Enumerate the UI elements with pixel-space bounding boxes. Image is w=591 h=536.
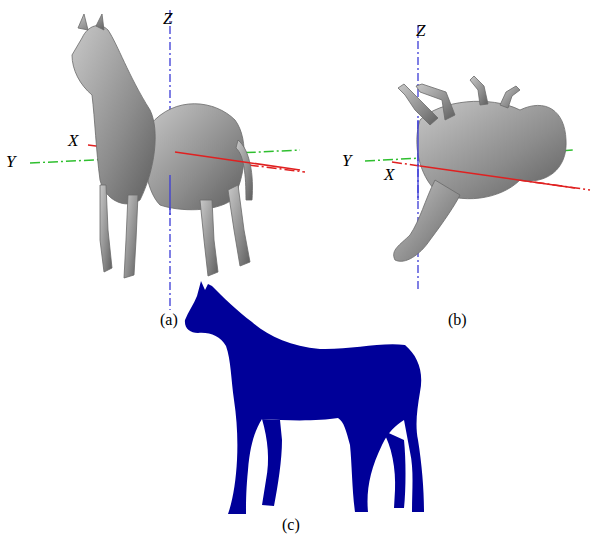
panel-label: (a) <box>160 312 178 328</box>
horse-silhouette <box>185 281 424 514</box>
panel-label: (b) <box>448 312 467 328</box>
horse-3d-rotated <box>394 76 566 261</box>
panel-label: (c) <box>282 517 300 533</box>
axis-label: X <box>68 132 78 149</box>
axes-a <box>30 10 305 310</box>
axis-label: Y <box>6 153 15 170</box>
horse-3d-front <box>72 14 252 278</box>
axes-b <box>365 25 590 290</box>
axis-label: X <box>384 166 394 183</box>
axis-label: Y <box>342 152 351 169</box>
axis-label: Z <box>416 22 425 39</box>
axis-label: Z <box>163 10 172 27</box>
